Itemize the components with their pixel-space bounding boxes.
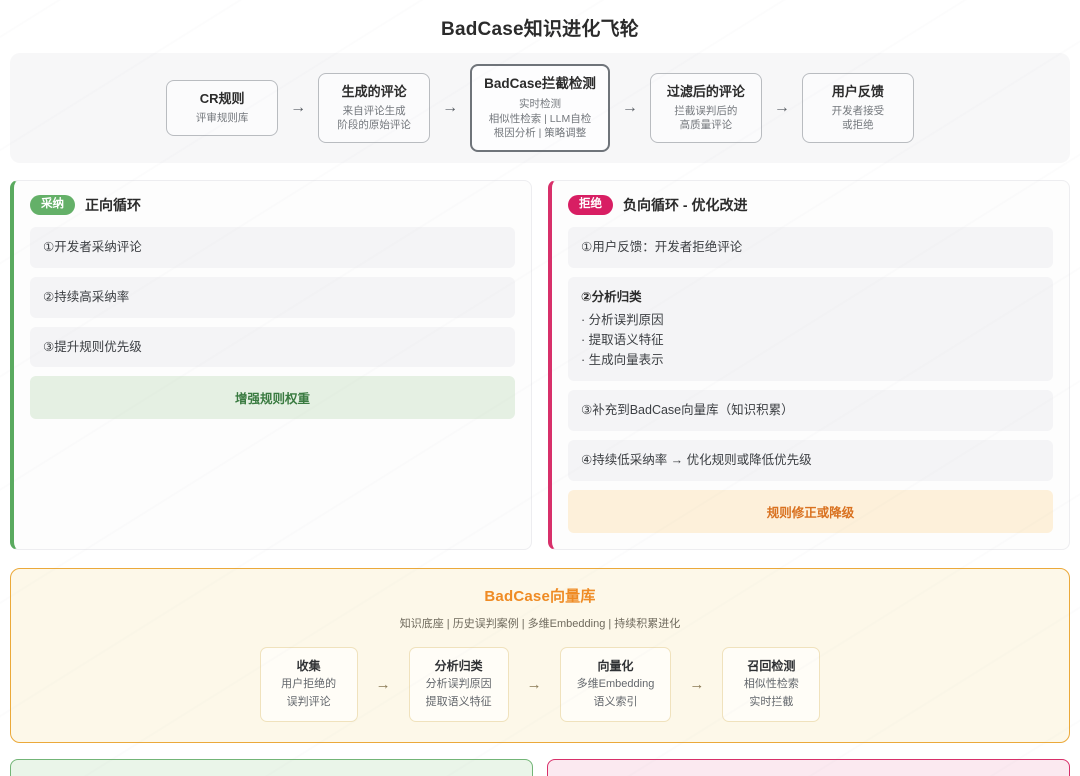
- negative-panel-header: 拒绝 负向循环 - 优化改进: [568, 195, 1053, 215]
- flow-step-title: 生成的评论: [341, 84, 407, 100]
- flow-step-box[interactable]: 用户反馈开发者接受或拒绝: [801, 73, 914, 143]
- pipeline-flow-container: CR规则评审规则库 → 生成的评论来自评论生成阶段的原始评论 → BadCase拦截检测…: [10, 53, 1070, 163]
- flow-arrow-icon: →: [290, 98, 307, 116]
- pipeline-flow-row: CR规则评审规则库 → 生成的评论来自评论生成阶段的原始评论 → BadCase拦截检测…: [166, 64, 914, 152]
- positive-outcome-banner: 增强规则权重: [30, 376, 515, 420]
- vault-step-subtitle: 实时拦截: [749, 696, 794, 709]
- flow-arrow-icon: →: [621, 98, 638, 116]
- vault-title: BadCase向量库: [484, 587, 596, 605]
- positive-steps-list: ①开发者采纳评论 ②持续高采纳率 ③提升规则优先级: [30, 227, 515, 368]
- negative-bullet-item: 分析误判原因: [581, 310, 1040, 330]
- positive-panel-header: 采纳 正向循环: [30, 195, 515, 215]
- vault-flow-row: 收集用户拒绝的误判评论 → 分析归类分析误判原因提取语义特征 → 向量化多维Embedd…: [29, 646, 1051, 723]
- flow-step-box[interactable]: BadCase拦截检测实时检测相似性检索 | LLM自检根因分析 | 策略调整: [470, 64, 610, 152]
- vault-step-box[interactable]: 召回检测相似性检索实时拦截: [722, 646, 821, 723]
- positive-step-item[interactable]: ①开发者采纳评论: [30, 227, 515, 268]
- cycles-section: 采纳 正向循环 ①开发者采纳评论 ②持续高采纳率 ③提升规则优先级 增强规则权重 拒…: [10, 180, 1070, 550]
- negative-step-item[interactable]: ③补充到BadCase向量库（知识积累）: [568, 390, 1053, 431]
- negative-steps-list: ①用户反馈：开发者拒绝评论 ②分析归类分析误判原因提取语义特征生成向量表示 ③补充到…: [568, 227, 1053, 481]
- negative-outcome-banner: 规则修正或降级: [568, 489, 1053, 533]
- vault-step-subtitle: 相似性检索: [743, 678, 799, 691]
- positive-cycle-panel: 采纳 正向循环 ①开发者采纳评论 ②持续高采纳率 ③提升规则优先级 增强规则权重: [10, 180, 532, 550]
- flow-step-box[interactable]: 生成的评论来自评论生成阶段的原始评论: [318, 73, 431, 143]
- flow-step-subtitle: 拦截误判后的: [674, 104, 738, 117]
- positive-step-item[interactable]: ②持续高采纳率: [30, 276, 515, 318]
- vault-step-subtitle: 语义索引: [593, 696, 638, 709]
- vault-step-subtitle: 误判评论: [286, 696, 331, 709]
- positive-flywheel-summary: 正向飞轮：持续强化当评论被持续采纳时，系统会自动提升对应规则的优先级和权重，形成…: [10, 759, 533, 776]
- flow-step-subtitle: 高质量评论: [679, 119, 733, 132]
- positive-step-item[interactable]: ③提升规则优先级: [30, 326, 515, 368]
- vault-arrow-icon: →: [689, 675, 705, 693]
- flow-step-box[interactable]: CR规则评审规则库: [166, 80, 279, 136]
- vault-step-box[interactable]: 向量化多维Embedding 语义索引: [559, 646, 672, 723]
- flow-step-title: 用户反馈: [831, 84, 884, 100]
- flow-step-subtitle: 相似性检索 | LLM自检: [488, 112, 592, 125]
- flow-step-subtitle: 阶段的原始评论: [337, 119, 411, 132]
- flow-arrow-icon: →: [773, 98, 790, 116]
- flow-step-title: 过滤后的评论: [666, 84, 745, 100]
- vault-step-subtitle: 用户拒绝的: [281, 678, 337, 691]
- vault-step-title: 收集: [296, 658, 321, 673]
- badcase-vector-library-section: BadCase向量库 知识底座 | 历史误判案例 | 多维Embedding |…: [10, 567, 1070, 744]
- flow-step-title: CR规则: [199, 91, 245, 107]
- flow-arrow-icon: →: [442, 98, 459, 116]
- vault-step-subtitle: 分析误判原因: [425, 678, 492, 691]
- negative-step-heading: ②分析归类: [581, 289, 642, 304]
- negative-flywheel-summary: 负向飞轮：持续优化当评论被拒绝时，系统通过BadCase库积累误判案例，实时拦截…: [547, 759, 1070, 776]
- flow-step-subtitle: 实时检测: [519, 98, 561, 111]
- negative-step-item[interactable]: ②分析归类分析误判原因提取语义特征生成向量表示: [568, 276, 1053, 382]
- negative-bullet-item: 生成向量表示: [581, 350, 1040, 370]
- negative-bullet-item: 提取语义特征: [581, 330, 1040, 350]
- status-badge-accepted: 采纳: [30, 195, 75, 215]
- flow-step-subtitle: 根因分析 | 策略调整: [493, 127, 587, 140]
- vault-step-box[interactable]: 收集用户拒绝的误判评论: [259, 646, 358, 723]
- flow-step-subtitle: 评审规则库: [195, 112, 249, 125]
- flow-step-subtitle: 来自评论生成: [342, 104, 406, 117]
- flow-step-box[interactable]: 过滤后的评论拦截误判后的高质量评论: [649, 73, 762, 143]
- vault-step-subtitle: 提取语义特征: [425, 696, 492, 709]
- vault-step-title: 召回检测: [747, 658, 796, 673]
- flow-step-subtitle: 开发者接受: [831, 104, 885, 117]
- vault-step-title: 分析归类: [434, 658, 483, 673]
- summaries-section: 正向飞轮：持续强化当评论被持续采纳时，系统会自动提升对应规则的优先级和权重，形成…: [10, 759, 1070, 776]
- negative-step-bullets: 分析误判原因提取语义特征生成向量表示: [581, 310, 1040, 371]
- vault-arrow-icon: →: [375, 675, 391, 693]
- negative-step-item[interactable]: ④持续低采纳率 → 优化规则或降低优先级: [568, 440, 1053, 481]
- status-badge-rejected: 拒绝: [568, 195, 613, 215]
- negative-step-item[interactable]: ①用户反馈：开发者拒绝评论: [568, 227, 1053, 268]
- flow-step-subtitle: 或拒绝: [842, 119, 874, 132]
- vault-step-title: 向量化: [597, 658, 634, 673]
- page-title: BadCase知识进化飞轮: [441, 19, 639, 40]
- vault-step-box[interactable]: 分析归类分析误判原因提取语义特征: [408, 646, 509, 723]
- negative-cycle-panel: 拒绝 负向循环 - 优化改进 ①用户反馈：开发者拒绝评论 ②分析归类分析误判原因提…: [548, 180, 1070, 550]
- negative-panel-title: 负向循环 - 优化改进: [623, 197, 748, 213]
- positive-panel-title: 正向循环: [85, 197, 141, 213]
- vault-arrow-icon: →: [526, 675, 542, 693]
- vault-subtitle: 知识底座 | 历史误判案例 | 多维Embedding | 持续积累进化: [399, 617, 681, 630]
- vault-step-subtitle: 多维Embedding: [576, 678, 655, 691]
- flow-step-title: BadCase拦截检测: [484, 76, 596, 92]
